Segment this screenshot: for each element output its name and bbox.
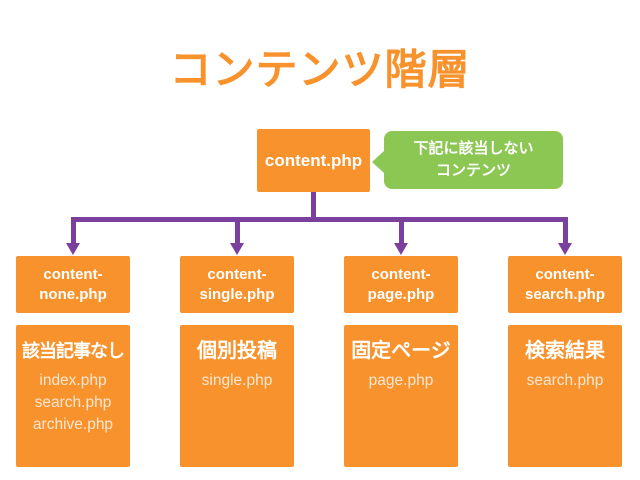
file-list: index.php search.php archive.php <box>16 370 130 436</box>
note-line-1: 下記に該当しない <box>413 140 534 157</box>
node-content-page-php: content- page.php <box>344 256 458 313</box>
card-heading: 個別投稿 <box>197 340 277 362</box>
card-no-matching-articles: 該当記事なし index.php search.php archive.php <box>16 325 130 467</box>
file-list: search.php <box>508 370 622 392</box>
node-label-line: content- <box>43 266 103 283</box>
node-content-php-label: content.php <box>264 150 363 170</box>
arrow-down-icon <box>558 243 572 255</box>
node-content-none-php: content- none.php <box>16 256 130 313</box>
card-single-post: 個別投稿 single.php <box>180 325 294 467</box>
file-list: page.php <box>344 370 458 392</box>
connector-stub-4 <box>563 217 568 244</box>
connector-horizontal-bar <box>71 217 568 222</box>
node-label-line: content- <box>535 266 595 283</box>
connector-stub-1 <box>71 217 76 244</box>
file-name: archive.php <box>32 416 114 433</box>
card-heading: 該当記事なし <box>22 341 125 361</box>
file-name: page.php <box>368 372 434 389</box>
node-label-line: content- <box>207 266 267 283</box>
page-title: コンテンツ階層 <box>169 46 471 93</box>
arrow-down-icon <box>230 243 244 255</box>
file-list: single.php <box>180 370 294 392</box>
node-label-line: search.php <box>524 286 606 303</box>
card-heading: 固定ページ <box>351 340 451 362</box>
file-name: search.php <box>526 372 604 389</box>
node-content-search-php: content- search.php <box>508 256 622 313</box>
card-search-results: 検索結果 search.php <box>508 325 622 467</box>
node-content-single-php: content- single.php <box>180 256 294 313</box>
note-bubble: 下記に該当しない コンテンツ <box>372 131 563 189</box>
bubble-tail-left-icon <box>372 151 384 173</box>
note-line-2: コンテンツ <box>435 162 511 179</box>
file-name: search.php <box>34 394 112 411</box>
card-fixed-page: 固定ページ page.php <box>344 325 458 467</box>
node-label-line: page.php <box>367 286 435 303</box>
node-content-php: content.php <box>257 129 370 192</box>
node-label-line: none.php <box>39 286 107 303</box>
connector-stub-3 <box>399 217 404 244</box>
file-name: index.php <box>39 372 107 389</box>
node-label-line: content- <box>371 266 431 283</box>
node-label-line: single.php <box>199 286 275 303</box>
card-heading: 検索結果 <box>525 340 605 362</box>
connector-root-stem <box>311 192 316 218</box>
file-name: single.php <box>201 372 273 389</box>
connector-stub-2 <box>235 217 240 244</box>
arrow-down-icon <box>66 243 80 255</box>
arrow-down-icon <box>394 243 408 255</box>
